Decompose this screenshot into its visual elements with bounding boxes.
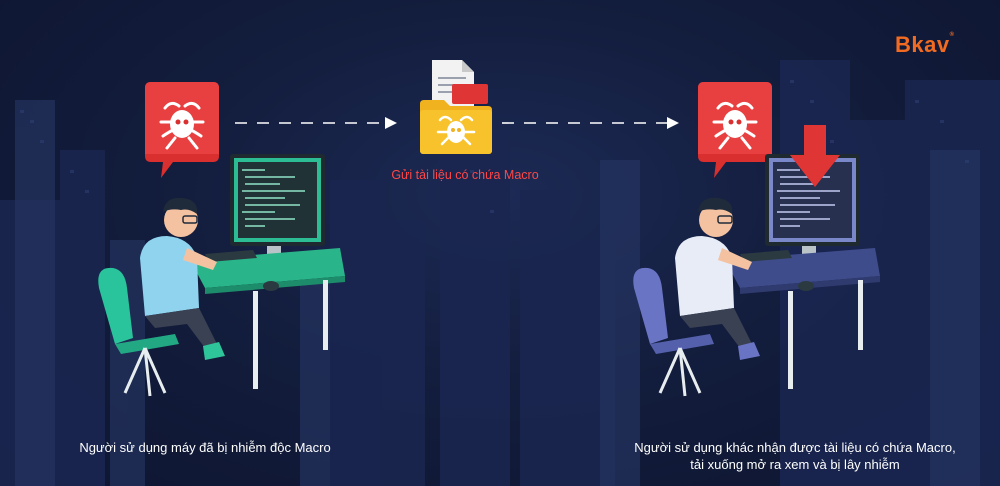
send-document-label: Gửi tài liệu có chứa Macro <box>391 168 539 182</box>
dashed-arrow-icon <box>235 117 397 129</box>
infected-user-workstation <box>98 154 345 397</box>
bug-alert-icon <box>145 82 219 178</box>
target-caption-line1: Người sử dụng khác nhận được tài liệu có… <box>634 440 956 455</box>
target-caption-line2: tải xuống mở ra xem và bị lây nhiễm <box>690 457 900 472</box>
bkav-logo: Bkav® <box>895 32 955 58</box>
target-user-workstation <box>633 154 880 397</box>
bug-alert-icon <box>698 82 772 178</box>
download-arrow-icon <box>790 125 840 187</box>
folder-bug-icon <box>420 100 492 154</box>
target-user-caption: Người sử dụng khác nhận được tài liệu có… <box>610 439 980 473</box>
dashed-arrow-icon <box>502 117 679 129</box>
infected-user-caption: Người sử dụng máy đã bị nhiễm độc Macro <box>79 440 331 455</box>
red-file-tab-icon <box>452 84 488 104</box>
logo-text: Bkav <box>895 32 950 57</box>
registered-mark: ® <box>949 32 955 38</box>
